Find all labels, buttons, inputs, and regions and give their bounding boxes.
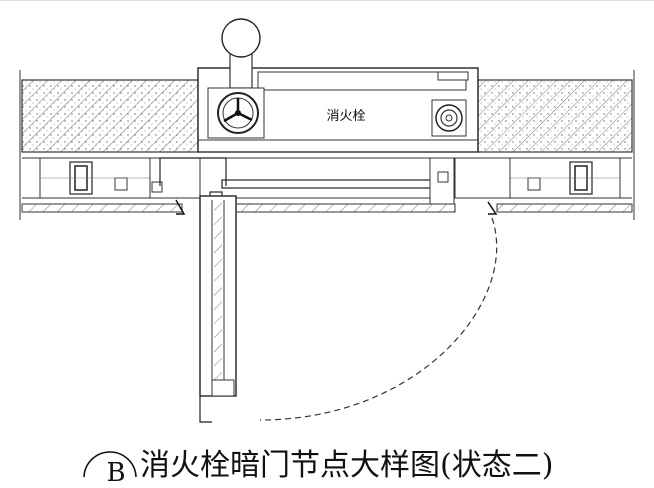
- right-hinge-mark: [487, 201, 498, 215]
- door-swing-arc: [259, 217, 498, 421]
- right-wall-section: [477, 79, 633, 153]
- detail-marker-letter: B: [106, 458, 126, 488]
- right-bracket-detail: [454, 157, 621, 199]
- door-frame: [159, 157, 455, 205]
- door-leaf-open: [199, 195, 237, 423]
- hose-reel-icon: [207, 87, 265, 139]
- pipe-fitting: [437, 71, 469, 81]
- nozzle-icon: [431, 99, 467, 137]
- drawing-caption: 消火栓暗门节点大样图(状态二): [140, 448, 554, 483]
- left-hinge-mark: [175, 199, 186, 215]
- left-wall-section: [21, 79, 199, 153]
- left-bracket-detail: [39, 157, 201, 199]
- cabinet-label: 消火栓: [326, 109, 365, 124]
